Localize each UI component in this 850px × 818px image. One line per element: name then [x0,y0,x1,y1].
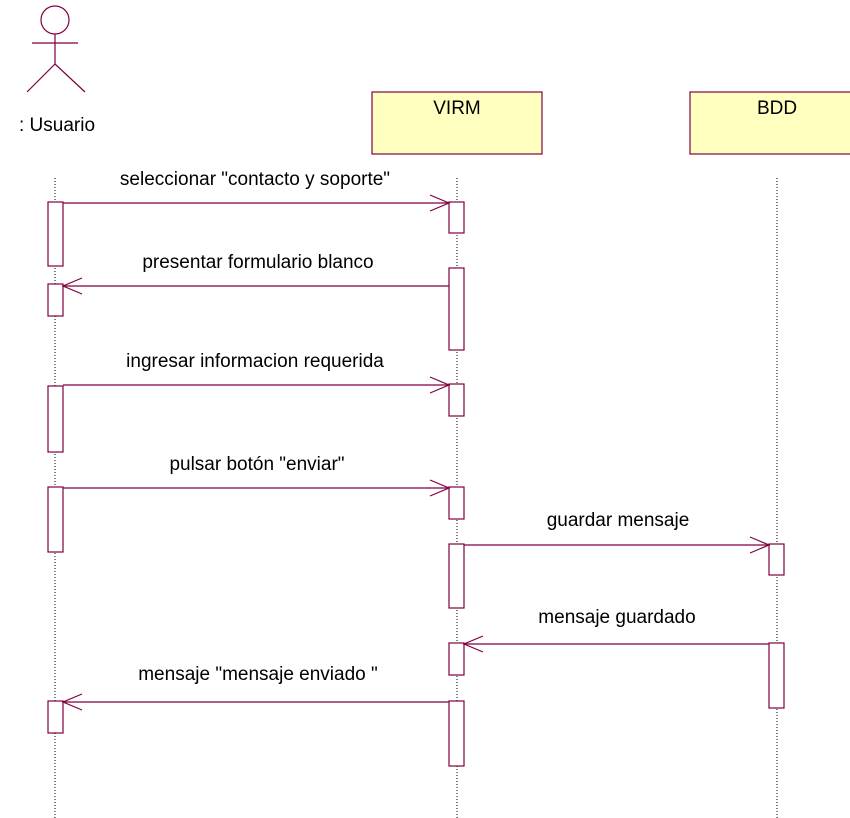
message-arrowhead-4 [429,479,451,497]
activation-virm-1 [448,201,465,234]
activation-virm-6 [448,642,465,676]
message-label-4: pulsar botón "enviar" [169,454,344,475]
participant-box-virm [371,91,543,155]
participant-label-bdd: BDD [757,98,797,119]
message-arrowhead-6 [462,635,484,653]
participant-label-virm: VIRM [433,98,481,119]
activation-virm-3 [448,383,465,417]
message-arrowhead-2 [61,277,83,295]
activation-virm-4 [448,486,465,520]
participant-label-usuario: : Usuario [19,115,95,136]
activation-usuario-3 [47,385,64,453]
activation-usuario-1 [47,201,64,267]
activation-usuario-4 [47,486,64,553]
message-label-2: presentar formulario blanco [142,252,373,273]
activation-virm-7 [448,700,465,767]
activation-bdd-2 [768,642,785,709]
message-label-6: mensaje guardado [538,607,695,628]
message-label-1: seleccionar "contacto y soporte" [120,169,390,190]
message-label-5: guardar mensaje [547,510,690,531]
message-label-3: ingresar informacion requerida [126,351,384,372]
activation-usuario-2 [47,283,64,317]
activation-bdd-1 [768,543,785,576]
message-arrowhead-7 [61,693,83,711]
message-arrowhead-1 [429,194,451,212]
activation-virm-5 [448,543,465,609]
activation-usuario-5 [47,700,64,734]
message-arrowhead-3 [429,376,451,394]
activation-virm-2 [448,267,465,351]
message-label-7: mensaje "mensaje enviado " [138,664,378,685]
message-arrowhead-5 [749,536,771,554]
participant-box-bdd [689,91,850,155]
actor-usuario-icon [26,5,86,93]
